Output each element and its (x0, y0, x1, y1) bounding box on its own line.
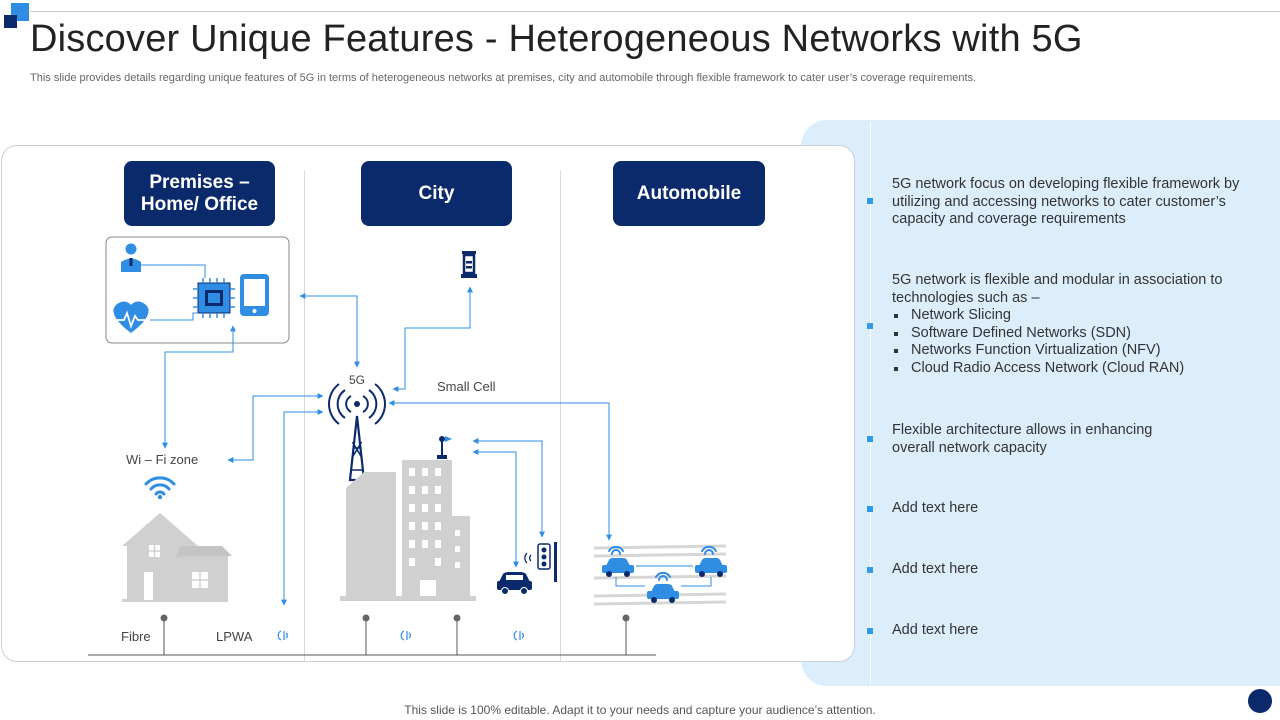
bullet-marker-5 (867, 567, 873, 573)
footer-note: This slide is 100% editable. Adapt it to… (404, 703, 876, 717)
bullet-text-1: 5G network focus on developing flexible … (892, 176, 1240, 227)
wifi-zone-label: Wi – Fi zone (126, 452, 199, 467)
technology-item: Networks Function Virtualization (NFV) (892, 342, 1262, 360)
bullet-text-5: Add text here (892, 561, 979, 577)
section-automobile: Automobile (613, 161, 765, 226)
tower-label: 5G (349, 373, 366, 387)
network-diagram (88, 236, 727, 656)
security-camera-icon (461, 251, 477, 278)
fibre-label: Fibre (121, 629, 151, 644)
bullet-block-2: 5G network is flexible and modular in as… (892, 272, 1262, 377)
bullet-marker-3 (867, 436, 873, 442)
technology-item: Cloud Radio Access Network (Cloud RAN) (892, 360, 1262, 378)
bullet-marker-6 (867, 628, 873, 634)
connection-arrows (162, 286, 612, 606)
connected-car-icons (602, 545, 727, 603)
corner-circle (1248, 689, 1272, 713)
small-cell-antenna-icon (437, 436, 452, 459)
chip-icon (193, 278, 235, 318)
bullet-marker-4 (867, 506, 873, 512)
lpwa-label: LPWA (216, 629, 253, 644)
small-cell-label: Small Cell (437, 379, 496, 394)
bullet-text-2: 5G network is flexible and modular in as… (892, 272, 1223, 306)
bullet-marker-1 (867, 198, 873, 204)
bullet-text-3: Flexible architecture allows in enhancin… (892, 422, 1153, 456)
wifi-icon (144, 476, 176, 496)
page-title: Discover Unique Features - Heterogeneous… (30, 18, 1083, 60)
ground-line (88, 614, 656, 656)
bullet-marker-2 (867, 323, 873, 329)
section-premises: Premises – Home/ Office (124, 161, 275, 226)
page-subtitle: This slide provides details regarding un… (30, 72, 977, 84)
mobile-phone-icon (240, 274, 269, 316)
top-rule (30, 11, 1280, 12)
bullet-text-6: Add text here (892, 622, 979, 638)
section-city: City (361, 161, 512, 226)
signal-marks (277, 630, 524, 641)
bullet-text-4: Add text here (892, 500, 979, 516)
technology-item: Network Slicing (892, 307, 1262, 325)
technology-item: Software Defined Networks (SDN) (892, 325, 1262, 343)
info-panel (801, 120, 1280, 686)
info-panel-divider (870, 122, 871, 684)
technology-list: Network Slicing Software Defined Network… (892, 307, 1262, 377)
heartbeat-icon (112, 301, 151, 333)
car-icon (497, 572, 532, 595)
5g-tower-icon (328, 383, 386, 482)
house-icon (122, 513, 232, 602)
user-icon (121, 243, 141, 272)
traffic-light-icon (524, 542, 557, 582)
corner-square-dark (4, 15, 17, 28)
city-buildings-icon (340, 460, 476, 601)
